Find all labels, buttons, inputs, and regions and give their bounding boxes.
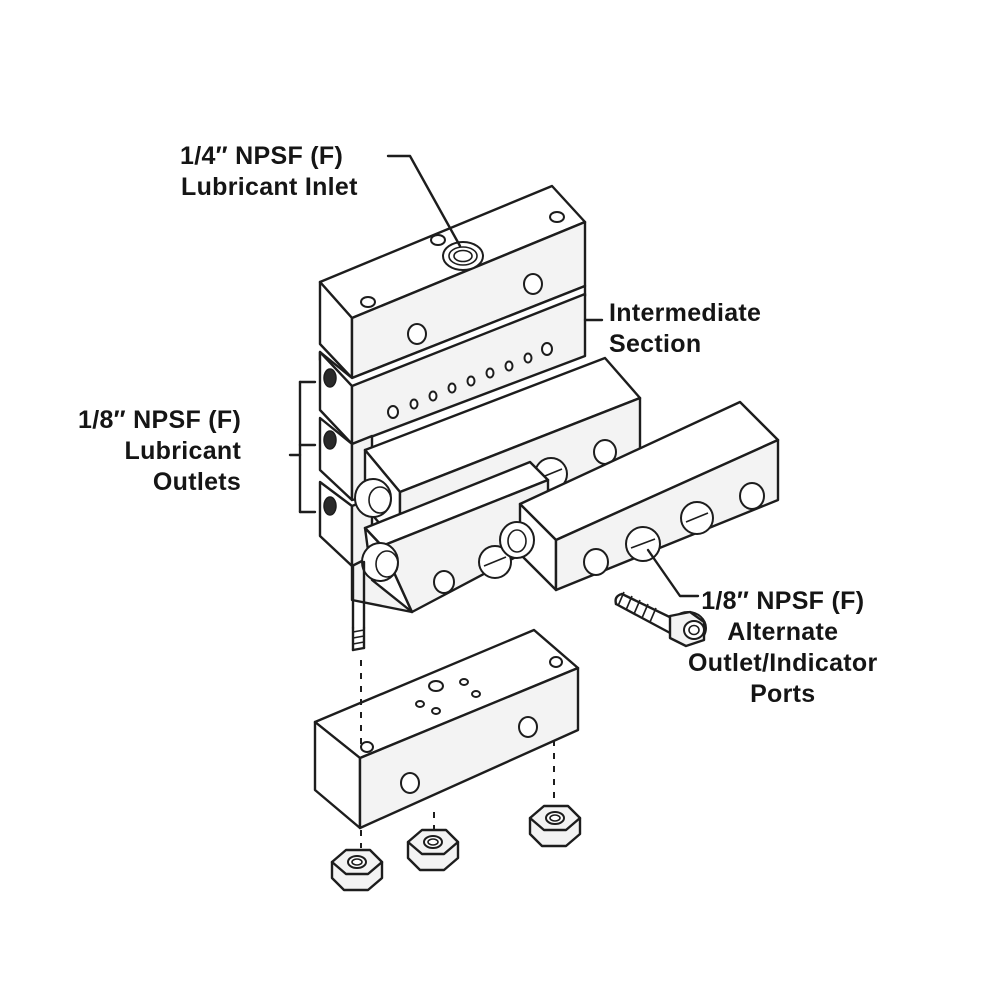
- side-port-icon: [407, 323, 427, 345]
- valve-section-block: [499, 400, 780, 592]
- alternate-label-line1: 1/8″ NPSF (F): [701, 587, 865, 615]
- outlet-port-icon: [323, 496, 337, 516]
- tie-rod-icon: [351, 560, 366, 652]
- slotted-plug-icon: [680, 501, 714, 535]
- inlet-label-line1: 1/4″ NPSF (F): [180, 142, 344, 170]
- valve-section-block: [361, 460, 550, 614]
- side-port-icon: [433, 570, 455, 594]
- inlet-section-block: [318, 184, 587, 380]
- intermediate-label: Intermediate Section: [609, 298, 761, 360]
- outlets-label-line2: Lubricant: [124, 437, 242, 465]
- slotted-plug-icon: [625, 526, 661, 562]
- piston-plug-icon: [361, 542, 399, 582]
- mounting-hole-icon: [360, 296, 376, 308]
- intermediate-label-line2: Section: [609, 330, 702, 358]
- cap-screw-icon: [614, 591, 707, 648]
- alternate-label-line3: Outlet/Indicator: [688, 649, 878, 677]
- outlets-label-line3: Outlets: [152, 468, 242, 496]
- hex-nut-icon: [330, 848, 384, 892]
- base-block: [313, 628, 580, 830]
- assembly-guide-lines: [360, 660, 555, 848]
- inlet-label-line2: Lubricant Inlet: [181, 173, 358, 201]
- outlets-label-line1: 1/8″ NPSF (F): [78, 406, 242, 434]
- alternate-ports-label: 1/8″ NPSF (F) Alternate Outlet/Indicator…: [688, 586, 878, 710]
- outlets-label: 1/8″ NPSF (F) Lubricant Outlets: [78, 405, 241, 498]
- outlet-port-icon: [323, 430, 337, 450]
- side-port-icon: [739, 482, 765, 510]
- mounting-hole-icon: [549, 211, 565, 223]
- mounting-hole-icon: [430, 234, 446, 246]
- side-port-icon: [523, 273, 543, 295]
- slotted-plug-icon: [478, 545, 512, 579]
- passage-holes-row: [387, 342, 553, 419]
- alternate-label-line2: Alternate: [727, 618, 839, 646]
- piston-plug-icon: [499, 521, 535, 559]
- intermediate-label-line1: Intermediate: [609, 299, 762, 327]
- leader-lines: [288, 154, 700, 598]
- hex-nut-icon: [406, 828, 460, 872]
- inlet-port-icon: [442, 241, 484, 271]
- hex-nut-icon: [528, 804, 582, 848]
- intermediate-section-block: [318, 284, 587, 446]
- outlet-port-icon: [323, 368, 337, 388]
- alternate-label-line4: Ports: [750, 680, 816, 708]
- side-port-icon: [583, 548, 609, 576]
- inlet-label: 1/4″ NPSF (F) Lubricant Inlet: [180, 141, 358, 203]
- piston-plug-icon: [354, 478, 392, 518]
